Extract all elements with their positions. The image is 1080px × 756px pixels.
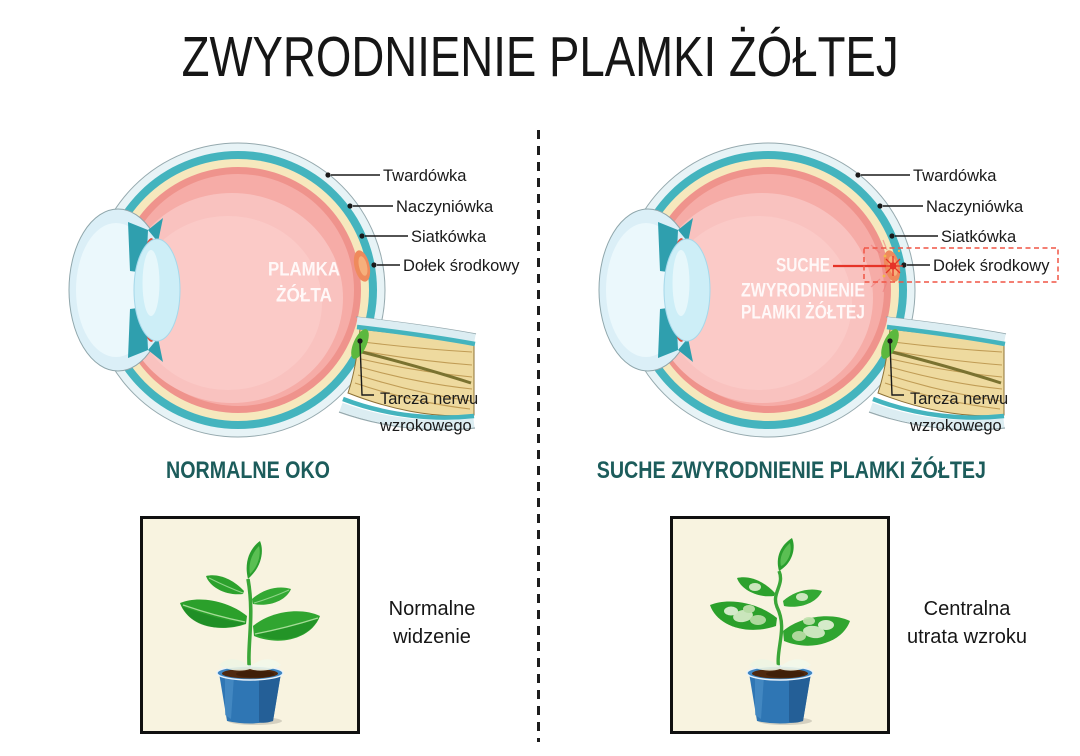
label-optic-disc-1: Tarcza nerwu <box>380 390 478 408</box>
macula-line-2: ŻÓŁTA <box>276 285 332 307</box>
dry-amd-eye-diagram: SUCHE ZWYRODNIENIE PLAMKI ŻÓŁTEJ Twardów… <box>590 125 1059 455</box>
label-fovea: Dołek środkowy <box>933 257 1050 275</box>
caption-line: utrata wzroku <box>906 626 1028 648</box>
fovea-alert-box <box>863 247 1059 283</box>
normal-eye-heading-text: NORMALNE OKO <box>166 457 330 484</box>
label-retina: Siatkówka <box>411 228 487 246</box>
page-title: ZWYRODNIENIE PLAMKI ŻÓŁTEJ <box>0 24 1080 90</box>
normal-vision-image-frame <box>140 516 360 734</box>
page-title-text: ZWYRODNIENIE PLAMKI ŻÓŁTEJ <box>181 25 899 89</box>
dry-amd-heading: SUCHE ZWYRODNIENIE PLAMKI ŻÓŁTEJ <box>540 456 1042 486</box>
label-sclera: Twardówka <box>383 167 467 185</box>
macula-label: SUCHE ZWYRODNIENIE PLAMKI ŻÓŁTEJ <box>741 256 865 324</box>
normal-vision-caption: Normalne widzenie <box>362 595 502 651</box>
dry-amd-heading-text: SUCHE ZWYRODNIENIE PLAMKI ŻÓŁTEJ <box>596 457 986 484</box>
label-choroid: Naczyniówka <box>926 198 1024 216</box>
caption-line: Normalne <box>388 598 476 620</box>
anatomy-labels: Twardówka Naczyniówka Siatkówka Dołek śr… <box>379 167 520 435</box>
normal-eye-diagram: PLAMKA ŻÓŁTA Twardówka Naczyniówka Siatk… <box>60 125 520 455</box>
label-optic-disc-1: Tarcza nerwu <box>910 390 1008 408</box>
caption-line: widzenie <box>393 626 471 648</box>
macula-degeneration-overlay <box>833 239 1059 293</box>
label-optic-disc-2: wzrokowego <box>909 417 1002 435</box>
label-retina: Siatkówka <box>941 228 1017 246</box>
label-fovea: Dołek środkowy <box>403 257 520 275</box>
label-sclera: Twardówka <box>913 167 997 185</box>
macula-line-2: ZWYRODNIENIE <box>741 281 865 302</box>
central-vision-loss-image-frame <box>670 516 890 734</box>
macula-line-1: PLAMKA <box>268 260 340 281</box>
degraded-plant-illustration <box>710 538 850 726</box>
central-loss-caption: Centralna utrata wzroku <box>897 595 1037 651</box>
healthy-plant-illustration <box>180 541 320 726</box>
plant-pot <box>746 658 814 726</box>
plant-leaves <box>180 541 320 641</box>
label-choroid: Naczyniówka <box>396 198 494 216</box>
plant-stem <box>773 570 784 676</box>
plant-stem <box>246 578 253 676</box>
macula-line-3: PLAMKI ŻÓŁTEJ <box>741 302 865 324</box>
normal-eye-heading: NORMALNE OKO <box>0 456 496 486</box>
label-optic-disc-2: wzrokowego <box>379 417 472 435</box>
dashed-divider <box>537 130 540 742</box>
anatomy-labels: Twardówka Naczyniówka Siatkówka Dołek śr… <box>909 167 1050 435</box>
caption-line: Centralna <box>923 598 1011 620</box>
central-vision-loss-patches <box>724 583 834 641</box>
macula-line-1: SUCHE <box>776 256 830 277</box>
plant-pot <box>216 658 284 726</box>
macula-label: PLAMKA ŻÓŁTA <box>268 260 340 307</box>
